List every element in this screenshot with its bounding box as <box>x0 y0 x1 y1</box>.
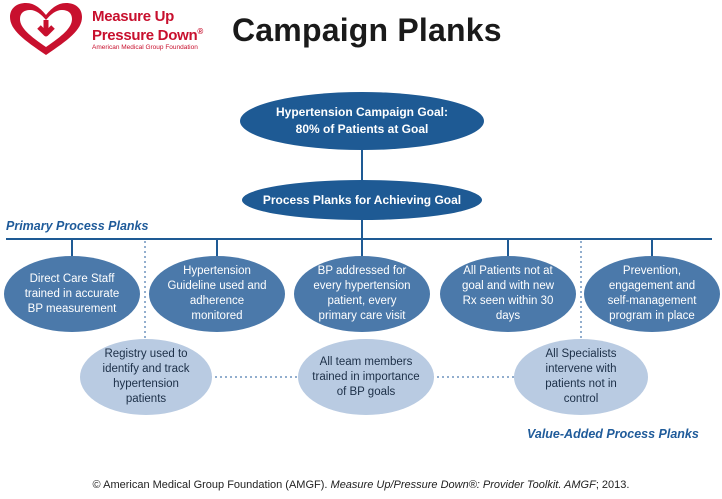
heart-icon <box>10 3 82 55</box>
logo: Measure Up Pressure Down® American Medic… <box>6 2 216 58</box>
value-added-plank-2: All team members trained in importance o… <box>298 339 434 415</box>
primary-plank-4: All Patients not at goal and with new Rx… <box>440 256 576 332</box>
copyright-footer: © American Medical Group Foundation (AMG… <box>92 479 630 491</box>
primary-plank-5: Prevention, engagement and self-manageme… <box>584 256 720 332</box>
primary-plank-3: BP addressed for every hypertension pati… <box>294 256 430 332</box>
goal-line1: Hypertension Campaign Goal: <box>275 105 449 119</box>
process-planks-label: Process Planks for Achieving Goal <box>262 192 462 207</box>
primary-plank-1: Direct Care Staff trained in accurate BP… <box>4 256 140 332</box>
logo-text-line1: Measure Up <box>92 8 175 25</box>
goal-line2: 80% of Patients at Goal <box>295 122 429 136</box>
logo-tagline: American Medical Group Foundation <box>92 44 198 51</box>
process-planks-oval: Process Planks for Achieving Goal <box>242 180 482 220</box>
value-added-plank-1: Registry used to identify and track hype… <box>80 339 212 415</box>
campaign-goal-oval: Hypertension Campaign Goal: 80% of Patie… <box>240 92 484 150</box>
primary-process-planks-label: Primary Process Planks <box>6 219 149 233</box>
page-title: Campaign Planks <box>232 12 502 48</box>
value-added-plank-3: All Specialists intervene with patients … <box>514 339 648 415</box>
logo-text-line2: Pressure Down® <box>92 27 203 44</box>
primary-plank-2: Hypertension Guideline used and adherenc… <box>149 256 285 332</box>
value-added-process-planks-label: Value-Added Process Planks <box>527 427 699 441</box>
